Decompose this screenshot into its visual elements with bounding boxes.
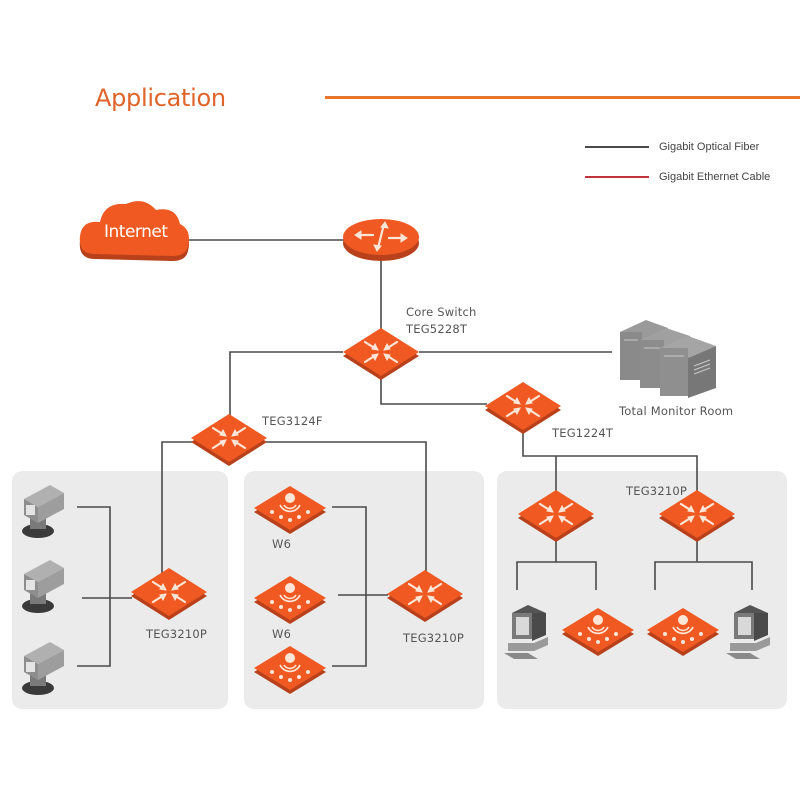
computer-icon [504, 605, 548, 659]
access-point-icon [253, 485, 327, 535]
cloud-icon [79, 201, 189, 261]
link-office2-branch [654, 536, 753, 590]
camera-icon [22, 485, 64, 538]
ap-label: W6 [272, 537, 292, 551]
legend-item-fiber: Gigabit Optical Fiber [585, 140, 759, 154]
monitor-room-label: Total Monitor Room [619, 404, 734, 418]
link-cameras [77, 506, 111, 667]
teg3124f-switch-icon [189, 412, 269, 468]
legend-line-fiber [585, 146, 649, 148]
link-office1-branch [516, 536, 597, 590]
legend-line-ethernet [585, 176, 649, 178]
teg1224t-label: TEG1224T [552, 426, 614, 440]
internet-label: Internet [104, 222, 168, 242]
access-point-icon [253, 575, 327, 625]
fiber-links [77, 239, 753, 667]
mid-switch-label: TEG3210P [403, 631, 465, 645]
teg1224t-switch-icon [483, 380, 563, 436]
legend-label: Gigabit Ethernet Cable [659, 171, 771, 183]
camera-icon [22, 560, 64, 613]
office1-switch-icon [516, 488, 596, 544]
page-title: Application [95, 84, 226, 112]
right-switch-label: TEG3210P [626, 484, 688, 498]
camera-icon [22, 642, 64, 695]
router-icon [343, 219, 419, 261]
link-core-teg3124f [229, 351, 343, 420]
teg3124f-label: TEG3124F [262, 414, 323, 428]
link-teg1224t-offices [522, 428, 698, 500]
computer-icon [726, 605, 770, 659]
link-teg3124f-left [161, 441, 192, 578]
link-core-teg1224t [380, 374, 487, 405]
legend-label: Gigabit Optical Fiber [659, 141, 760, 153]
left-switch-icon [129, 566, 209, 622]
core-switch-model: TEG5228T [406, 322, 468, 336]
link-aps [332, 506, 367, 667]
ap-label: W6 [272, 627, 292, 641]
access-point-icon [561, 607, 635, 657]
left-switch-label: TEG3210P [146, 627, 208, 641]
access-point-icon [253, 645, 327, 695]
access-point-icon [646, 607, 720, 657]
link-teg3124f-mid [266, 441, 427, 578]
legend-item-ethernet: Gigabit Ethernet Cable [585, 170, 770, 184]
server-icon [620, 320, 716, 398]
title-divider [325, 96, 800, 99]
mid-switch-icon [385, 568, 465, 624]
core-switch-label: Core Switch [406, 305, 477, 319]
